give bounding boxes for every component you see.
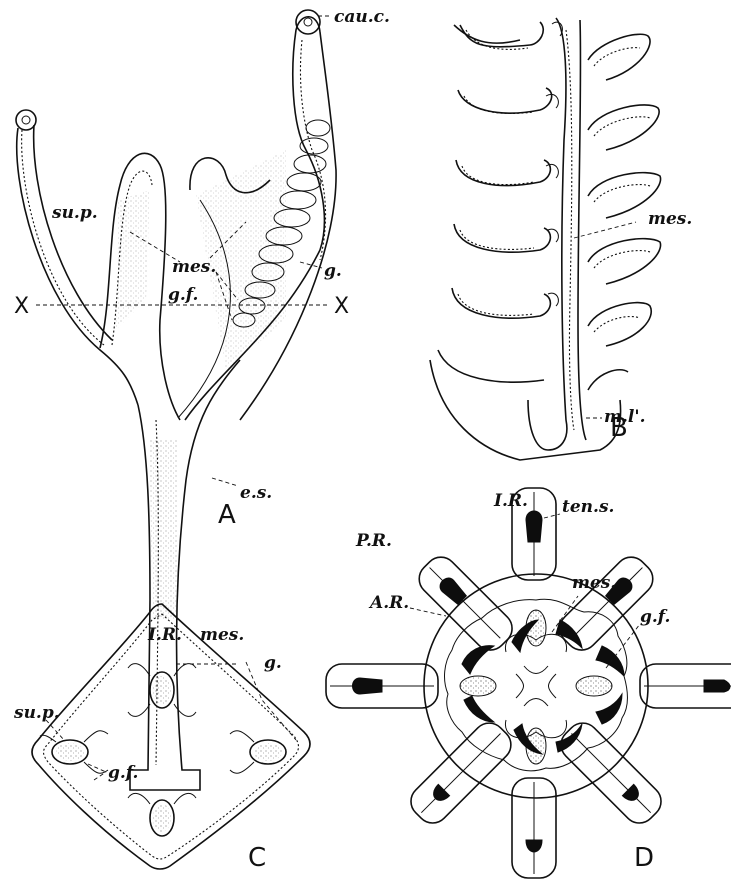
label-a-su-p: su.p. bbox=[51, 203, 98, 223]
label-d-g-f: g.f. bbox=[640, 607, 670, 627]
label-d-ten-s: ten.s. bbox=[562, 497, 614, 517]
label-a-mes: mes. bbox=[172, 257, 216, 277]
arm-left bbox=[326, 664, 438, 708]
label-a-g: g. bbox=[324, 261, 342, 281]
terminal-knob bbox=[16, 110, 36, 130]
arm-lower-right bbox=[555, 717, 668, 830]
arm-right bbox=[640, 664, 731, 708]
arm-lower-left bbox=[404, 717, 517, 830]
panel-label-d: D bbox=[634, 843, 654, 873]
label-d-p-r: P.R. bbox=[355, 531, 392, 551]
label-d-i-r: I.R. bbox=[493, 491, 528, 511]
label-a-x-left: X bbox=[14, 294, 29, 319]
arm-upper-left bbox=[413, 551, 519, 657]
label-d-mes: mes. bbox=[572, 573, 616, 593]
panel-label-c: C bbox=[248, 843, 266, 873]
gonad-left bbox=[40, 731, 108, 774]
label-c-su-p: su.p. bbox=[13, 703, 60, 723]
label-a-cau-c: cau.c. bbox=[334, 7, 390, 27]
label-b-mes: mes. bbox=[648, 209, 692, 229]
label-a-g-f: g.f. bbox=[168, 285, 198, 305]
label-c-g-f: g.f. bbox=[108, 763, 138, 783]
arm-upper-right bbox=[553, 551, 659, 657]
gonad-top bbox=[128, 664, 196, 717]
panel-label-b: B bbox=[610, 413, 628, 443]
gonad-right bbox=[230, 731, 286, 774]
label-c-i-r: I.R. bbox=[147, 625, 182, 645]
panel-label-a: A bbox=[218, 500, 236, 530]
label-c-mes: mes. bbox=[200, 625, 244, 645]
figure-b bbox=[430, 18, 661, 460]
gonad-bottom bbox=[128, 793, 196, 836]
arm-bottom bbox=[512, 778, 556, 878]
label-a-e-s: e.s. bbox=[240, 483, 272, 503]
label-a-x-right: X bbox=[334, 294, 349, 319]
label-d-a-r: A.R. bbox=[368, 593, 409, 613]
label-c-g: g. bbox=[264, 653, 282, 673]
